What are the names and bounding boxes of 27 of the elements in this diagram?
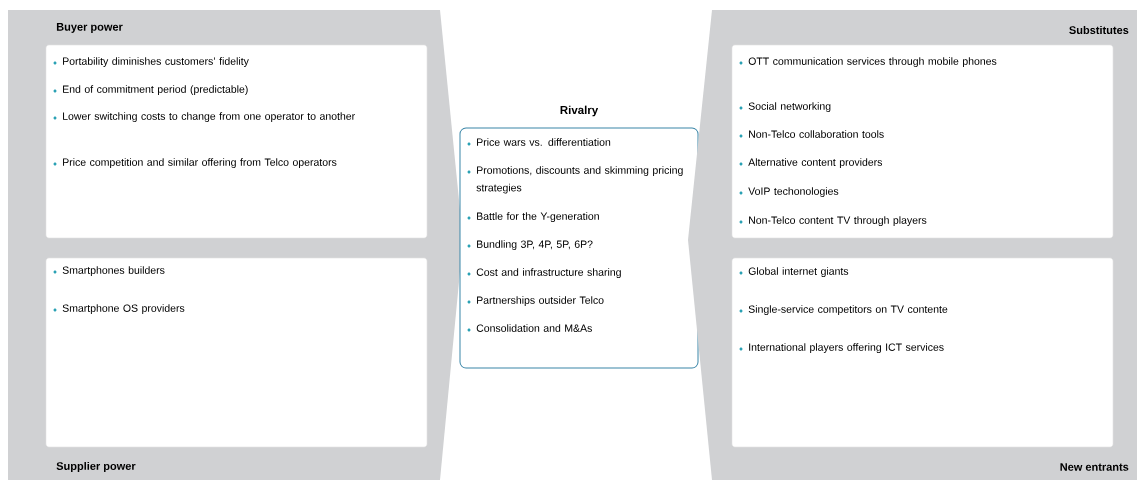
bullet-text: VoIP techonologies [748, 187, 839, 197]
bullet-text: Promotions, discounts and skimming pricing strategies [476, 166, 683, 194]
bullet-text: OTT communication services through mobile phones [748, 57, 997, 67]
bullet-text: Smartphones builders [62, 266, 165, 276]
bullet-text: Cost and infrastructure sharing [476, 268, 621, 278]
panel-heading: Supplier power [56, 461, 136, 473]
box-heading: Rivalry [560, 105, 599, 117]
bullet-text: Bundling 3P, 4P, 5P, 6P? [477, 240, 593, 250]
bullet-text: Non-Telco content TV through players [749, 216, 927, 226]
bullet-text: Lower switching costs to change from one operator to another [63, 112, 355, 122]
bullet-text: Non-Telco collaboration tools [749, 130, 884, 138]
bullet-text: International players offering ICT services [749, 343, 944, 353]
bullet-text: Smartphone OS providers [62, 304, 185, 314]
panel-heading: Substitutes [1069, 25, 1129, 35]
bullet-text: Price competition and similar offering from Telco operators [63, 158, 337, 168]
panel-heading: New entrants [1060, 463, 1129, 471]
panel-heading: Buyer power [56, 23, 123, 33]
bullet-text: Portability diminishes customers’ fidelity [63, 57, 249, 67]
bullet-text: End of commitment period (predictable) [63, 85, 248, 95]
bullet-text: Partnerships outsider Telco [477, 296, 604, 306]
bullet-text: Single-service competitors on TV contente [748, 305, 948, 315]
bullet-text: Consolidation and M&As [476, 324, 592, 332]
bullet-text: Battle for the Y-generation [477, 212, 599, 222]
bullet-text: Social networking [748, 102, 831, 112]
bullet-text: Global internet giants [748, 267, 849, 277]
bullet-text: Alternative content providers [748, 158, 883, 168]
bullet-text: Price wars vs. differentiation [477, 138, 611, 146]
